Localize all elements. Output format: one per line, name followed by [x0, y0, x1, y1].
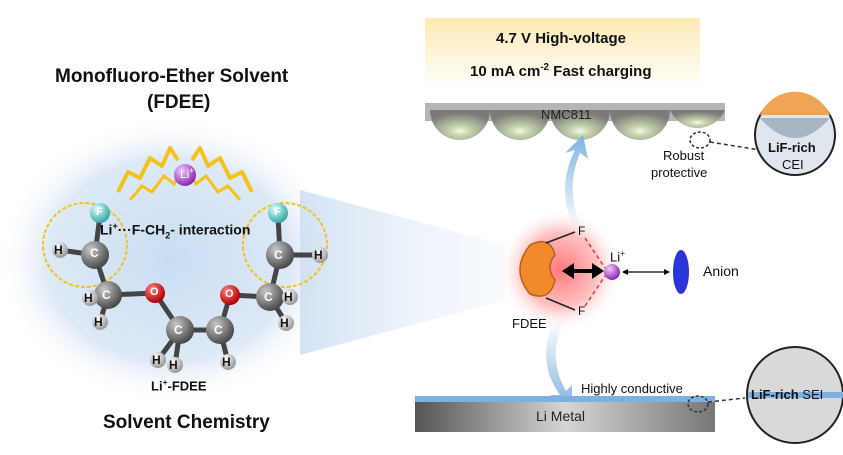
arrow-up [565, 135, 588, 230]
anion-label: Anion [703, 263, 739, 279]
fdee-body [519, 240, 556, 297]
li-ion-text: Li [610, 249, 621, 265]
c-label: C [214, 323, 223, 337]
sei-label: LiF-rich SEI [751, 387, 823, 402]
cei-normal-label: CEI [782, 157, 804, 172]
robust-line2: protective [651, 165, 708, 180]
li-ion [604, 264, 620, 280]
fluorine-atom-left [90, 203, 110, 223]
yellow-chain-right2 [186, 169, 242, 201]
carbon-atom [81, 241, 109, 269]
fdee-glow [498, 208, 622, 332]
interaction-suffix: - interaction [170, 221, 251, 238]
c-label: C [90, 246, 99, 260]
carbon-atom [256, 283, 284, 311]
carbon-atom [166, 316, 194, 344]
left-glow [0, 115, 345, 405]
interaction-label: Li+···F-CH2- interaction [100, 221, 251, 241]
oxygen-atom [145, 283, 165, 303]
banner-line2-prefix: 10 mA cm [470, 63, 541, 80]
h-label: H [54, 243, 63, 257]
lithium-atom [174, 164, 196, 186]
sei-normal-label: SEI [802, 387, 824, 402]
f-atom-label-right: F [274, 206, 281, 218]
h-label: H [169, 358, 178, 372]
fluorine-atom-right [268, 203, 288, 223]
cei-zoom-dashed [689, 131, 711, 149]
sei-bold-label: LiF-rich [751, 387, 799, 402]
h-label: H [152, 353, 161, 367]
hydrogen-atom [282, 289, 298, 305]
highly-conductive-label: Highly conductive [581, 381, 683, 396]
h-label: H [314, 248, 323, 262]
c-label: C [264, 290, 273, 304]
cei-bold-label: LiF-rich [768, 140, 816, 155]
c-label: C [102, 288, 111, 302]
li-metal-label: Li Metal [536, 408, 586, 424]
yellow-chain-right [190, 146, 254, 193]
anion-ellipse [673, 250, 689, 294]
banner-line2-suffix: Fast charging [548, 63, 652, 80]
robust-line1: Robust [663, 148, 705, 163]
yellow-chain-left2 [128, 169, 184, 201]
h-label: H [284, 290, 293, 304]
oxygen-atom [220, 285, 240, 305]
banner-line1: 4.7 V High-voltage [496, 30, 627, 47]
complex-label: Li+-FDEE [151, 377, 207, 394]
carbon-atom [206, 316, 234, 344]
yellow-chain-left [116, 146, 180, 193]
banner-line2: 10 mA cm-2 Fast charging [470, 62, 652, 80]
hydrogen-atom [52, 242, 68, 258]
c-label: C [274, 248, 283, 262]
interaction-mid: ···F-CH [117, 221, 166, 238]
interaction-prefix: Li [100, 221, 113, 238]
f-atom-label-left: F [96, 206, 103, 218]
carbon-atom [94, 281, 122, 309]
title-line1: Monofluoro-Ether Solvent [55, 66, 289, 87]
f-bottom-label: F [578, 304, 586, 318]
complex-suffix: -FDEE [167, 378, 207, 394]
title-line2: (FDEE) [147, 92, 211, 113]
f-top-label: F [578, 224, 586, 238]
condition-banner [425, 18, 700, 90]
hydrogen-atom [92, 314, 108, 330]
carbon-atom [266, 241, 294, 269]
arrow-down [546, 320, 572, 410]
c-label: C [174, 323, 183, 337]
h-label: H [222, 355, 231, 369]
interaction-ring-left [42, 202, 128, 288]
li-atom-label: Li+ [180, 166, 194, 181]
o-label: O [225, 288, 234, 300]
h-label: H [280, 316, 289, 330]
hydrogen-atom [150, 352, 166, 368]
fdee-label: FDEE [512, 316, 547, 331]
o-label: O [150, 286, 159, 298]
hydrogen-atom [167, 357, 183, 373]
cathode-label: NMC811 [541, 107, 592, 122]
sei-zoom-dashed [687, 395, 709, 413]
li-atom-text: Li [180, 167, 190, 181]
cathode-particles [430, 110, 725, 140]
hydrogen-atom [278, 315, 294, 331]
hydrogen-atom [82, 290, 98, 306]
li-metal-slab [415, 402, 715, 432]
li-ion-label: Li+ [610, 248, 626, 265]
complex-prefix: Li [151, 378, 163, 394]
h-label: H [94, 315, 103, 329]
interaction-ring-right [242, 202, 328, 288]
banner-line2-sup: -2 [540, 62, 549, 73]
projection-beam [300, 190, 505, 355]
footer-solvent-chemistry: Solvent Chemistry [103, 412, 270, 433]
hydrogen-atom [220, 354, 236, 370]
hydrogen-atom [312, 247, 328, 263]
sei-layer [415, 396, 715, 402]
h-label: H [84, 291, 93, 305]
